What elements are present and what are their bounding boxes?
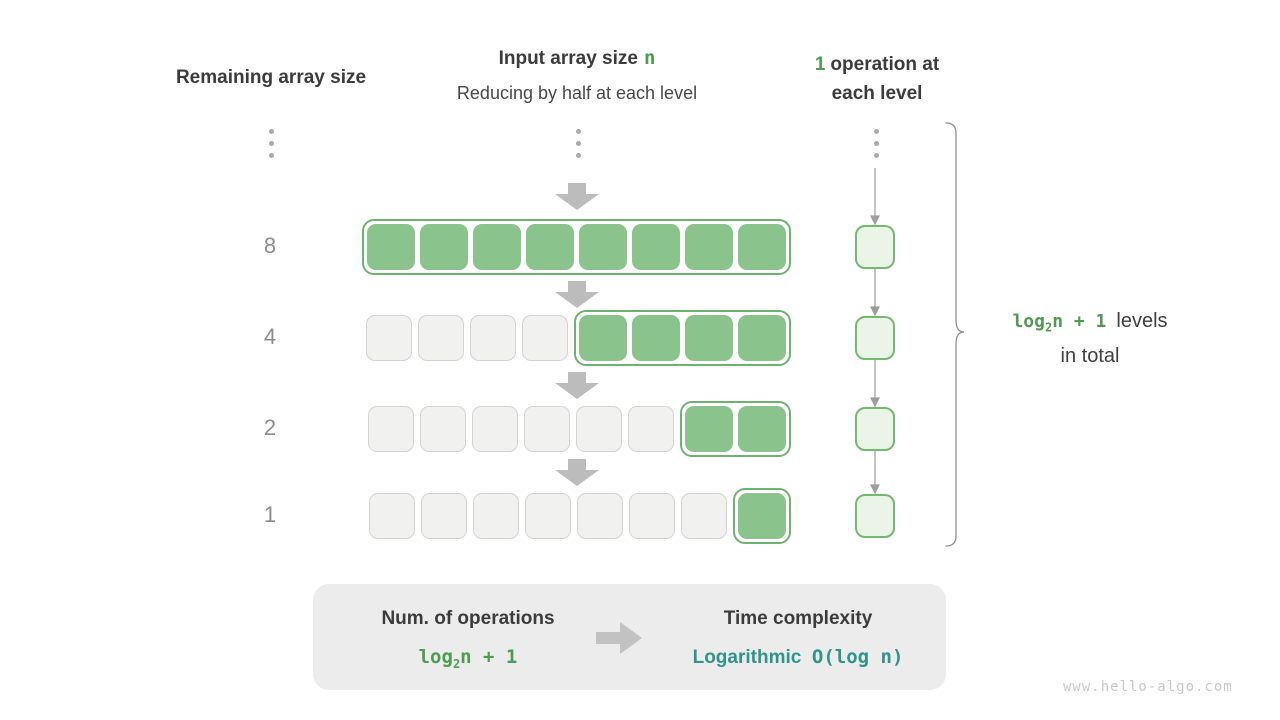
brace-note: log2n + 1 levels in total — [980, 307, 1200, 370]
header-input-title-text: Input array size — [498, 48, 638, 69]
array-cell-active — [367, 224, 415, 270]
operation-connector-arrows-icon — [870, 168, 880, 495]
operation-box — [855, 407, 895, 451]
array-cell-active — [738, 493, 786, 539]
array-cell-inactive — [576, 406, 622, 452]
array-cell-inactive — [366, 315, 412, 361]
brace-note-line1: log2n + 1 levels — [980, 307, 1200, 342]
halve-down-arrow-icon — [555, 372, 599, 404]
array-cell-inactive — [522, 315, 568, 361]
level-row — [362, 219, 791, 275]
summary-box: Num. of operations log2n + 1 Time comple… — [313, 584, 946, 690]
array-cell-active — [632, 224, 680, 270]
level-row — [368, 401, 791, 457]
header-ops-line1: operation at — [830, 54, 940, 75]
ellipsis-icon-right — [873, 129, 879, 158]
array-cell-active — [579, 224, 627, 270]
array-cell-active — [738, 224, 786, 270]
array-cell-active — [579, 315, 627, 361]
brace-note-formula: log2n + 1 — [1012, 311, 1107, 335]
header-input-subtitle: Reducing by half at each level — [456, 83, 698, 103]
ellipsis-icon-left — [268, 129, 274, 158]
summary-time-class: Logarithmic — [692, 647, 802, 668]
array-cell-inactive — [421, 493, 467, 539]
array-cell-inactive — [420, 406, 466, 452]
operation-box — [855, 225, 895, 269]
header-input-var-n: n — [643, 47, 656, 69]
array-cell-inactive — [368, 406, 414, 452]
brace-note-levels: levels — [1116, 310, 1168, 332]
array-cell-inactive — [470, 315, 516, 361]
halve-down-arrow-icon — [555, 281, 599, 313]
level-size-label: 1 — [263, 502, 277, 527]
array-cell-inactive — [369, 493, 415, 539]
active-subarray-window — [574, 310, 791, 366]
array-cell-active — [738, 406, 786, 452]
array-cell-inactive — [681, 493, 727, 539]
array-cell-active — [685, 406, 733, 452]
array-cell-active — [685, 224, 733, 270]
array-cell-active — [738, 315, 786, 361]
header-ops-count: 1 — [814, 54, 826, 75]
array-cell-inactive — [473, 493, 519, 539]
operation-box — [855, 494, 895, 538]
header-ops-line2: each level — [831, 83, 923, 104]
ellipsis-icon-center — [575, 129, 581, 158]
active-subarray-window — [362, 219, 791, 275]
array-cell-inactive — [629, 493, 675, 539]
summary-time-title: Time complexity — [723, 608, 873, 629]
active-subarray-window — [680, 401, 791, 457]
array-cell-active — [473, 224, 521, 270]
summary-time-big-o: O(log n) — [811, 646, 904, 668]
array-cell-inactive — [577, 493, 623, 539]
operation-box — [855, 316, 895, 360]
header-remaining-array-size: Remaining array size — [131, 64, 411, 92]
right-arrow-icon — [596, 622, 642, 654]
array-cell-inactive — [628, 406, 674, 452]
watermark: www.hello-algo.com — [1063, 679, 1233, 695]
array-cell-inactive — [524, 406, 570, 452]
level-row — [369, 488, 791, 544]
array-cell-active — [420, 224, 468, 270]
level-size-label: 8 — [263, 233, 277, 258]
level-size-label: 4 — [263, 324, 277, 349]
array-cell-active — [685, 315, 733, 361]
curly-brace-icon — [945, 122, 965, 547]
summary-ops-formula: log2n + 1 — [418, 646, 518, 671]
brace-note-line2: in total — [1060, 344, 1120, 367]
array-cell-inactive — [418, 315, 464, 361]
level-row — [366, 310, 791, 366]
level-size-label: 2 — [263, 415, 277, 440]
array-cell-active — [526, 224, 574, 270]
halve-down-arrow-icon — [555, 459, 599, 491]
header-remaining-label: Remaining array size — [175, 67, 367, 88]
halve-down-arrow-icon — [555, 183, 599, 215]
array-cell-active — [632, 315, 680, 361]
summary-ops-title: Num. of operations — [381, 608, 555, 629]
array-cell-inactive — [525, 493, 571, 539]
array-cell-inactive — [472, 406, 518, 452]
active-subarray-window — [733, 488, 791, 544]
summary-time-value: Logarithmic O(log n) — [673, 646, 923, 669]
